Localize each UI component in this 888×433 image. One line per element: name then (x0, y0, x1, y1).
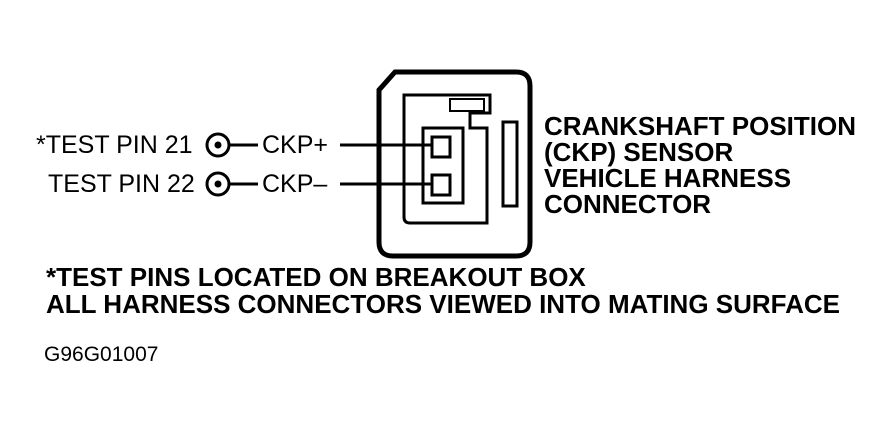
note-mating-surface: ALL HARNESS CONNECTORS VIEWED INTO MATIN… (46, 289, 840, 319)
connector-label-line-4: CONNECTOR (544, 189, 711, 219)
connector-label-line-1: CRANKSHAFT POSITION (544, 111, 856, 141)
ckp-minus-label: CKP– (262, 170, 327, 198)
test-pin-21-label: *TEST PIN 21 (36, 131, 193, 159)
figure-code: G96G01007 (44, 343, 158, 366)
ckp-sensor-connector (376, 69, 533, 259)
ckp-plus-label: CKP+ (262, 131, 328, 159)
connector-label-line-2: (CKP) SENSOR (544, 137, 733, 167)
test-pin-22-label: TEST PIN 22 (48, 170, 195, 198)
note-breakout-box: *TEST PINS LOCATED ON BREAKOUT BOX (46, 262, 586, 292)
test-pin-21-terminal-icon (205, 132, 231, 158)
ckp-plus-terminal (430, 135, 452, 159)
connector-label-line-3: VEHICLE HARNESS (544, 163, 791, 193)
ckp-minus-terminal (430, 173, 452, 197)
test-pin-22-terminal-icon (205, 171, 231, 197)
